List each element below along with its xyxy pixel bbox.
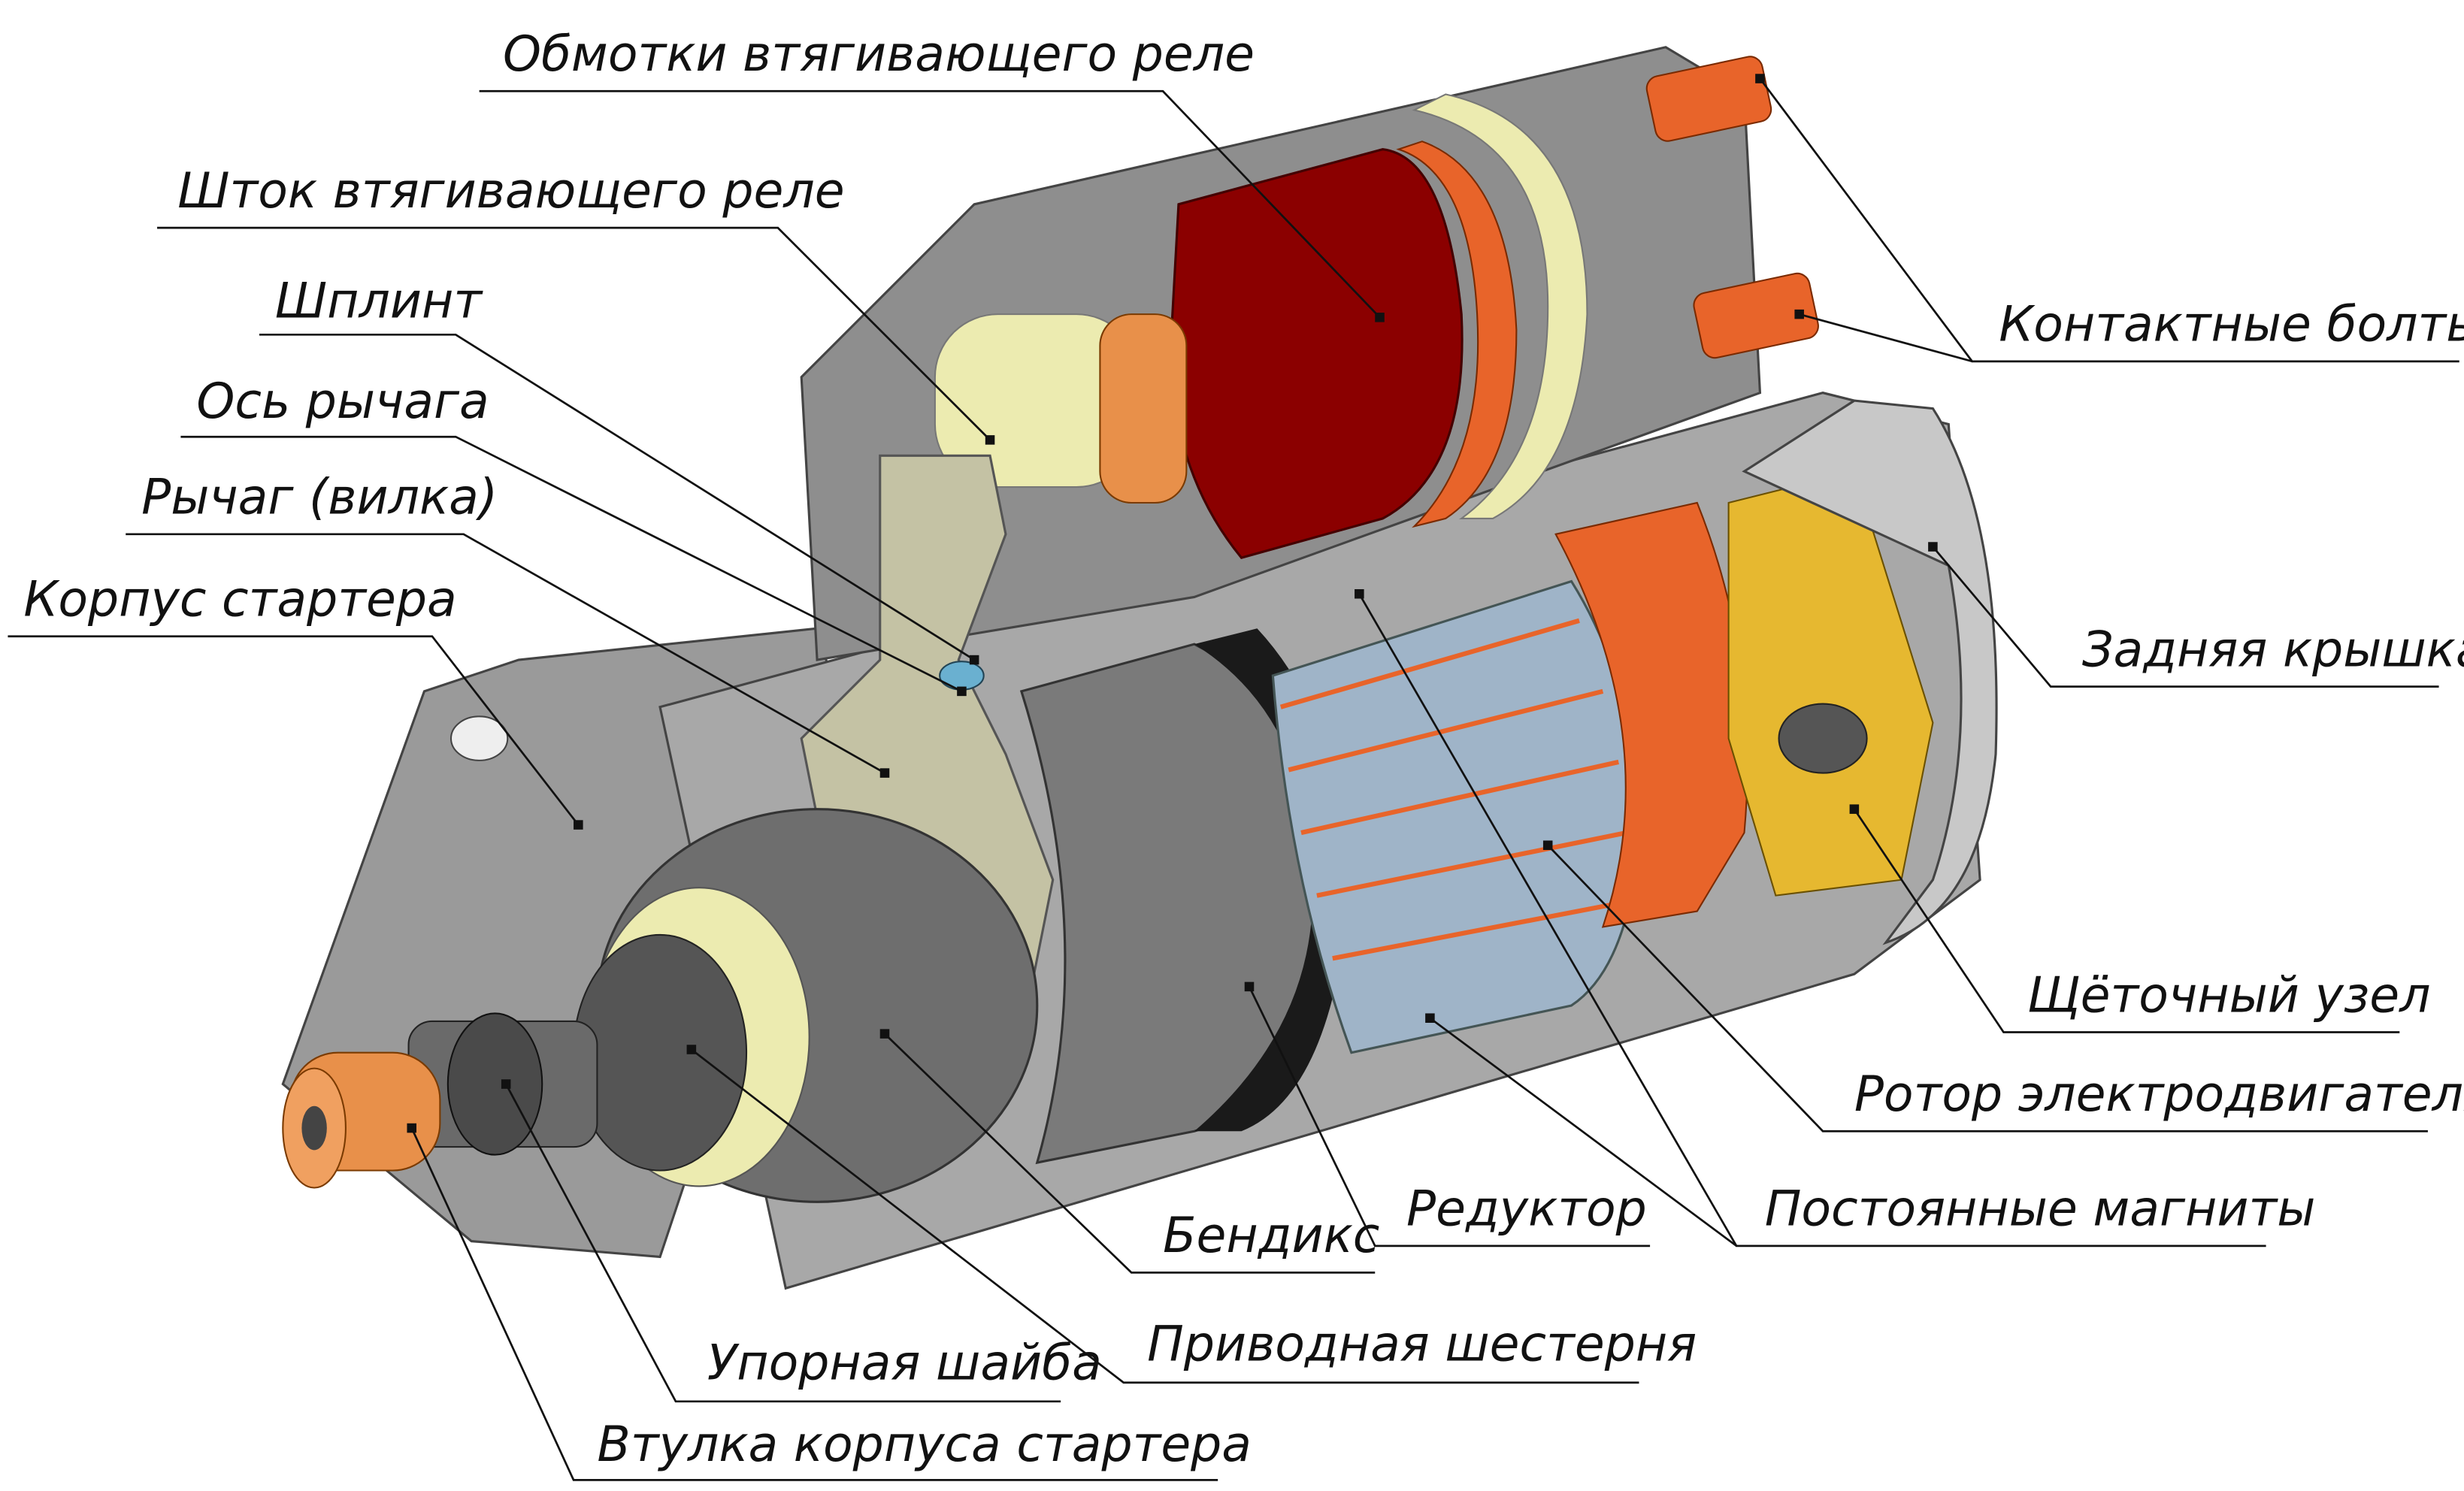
label-bendix: Бендикс	[1163, 1208, 1379, 1264]
label-drive-gear: Приводная шестерня	[1147, 1316, 1697, 1372]
label-thrust-washer: Упорная шайба	[707, 1335, 1102, 1392]
callout-contact-bolts: Контактные болты	[1755, 74, 2464, 363]
callout-solenoid-windings: Обмотки втягивающего реле	[479, 26, 1385, 322]
callout-bendix: Бендикс	[879, 1029, 1379, 1274]
callout-cotter-pin: Шплинт	[259, 273, 979, 665]
label-brush-assembly: Щёточный узел	[2027, 967, 2431, 1024]
callout-brush-assembly: Щёточный узел	[1849, 804, 2431, 1033]
label-starter-housing: Корпус стартера	[23, 572, 456, 628]
rotor-windings	[1279, 618, 1627, 961]
bushing-bore	[301, 1105, 327, 1151]
callout-lever-fork: Рычаг (вилка)	[126, 470, 890, 778]
label-solenoid-plunger: Шток втягивающего реле	[177, 163, 844, 219]
solenoid-cream-ring	[1412, 93, 1588, 519]
lever-axis	[939, 661, 985, 691]
callout-permanent-magnets: Постоянные магниты	[1355, 588, 2316, 1248]
label-cotter-pin: Шплинт	[275, 273, 484, 329]
label-contact-bolts: Контактные болты	[1999, 297, 2464, 353]
rear-cover	[1742, 399, 1998, 945]
coil-wire-front	[1396, 141, 1518, 528]
callout-rear-cover: Задняя крышка	[1928, 542, 2464, 688]
contact-bolt-bottom	[1693, 272, 1819, 359]
label-motor-rotor: Ротор электродвигателя	[1854, 1066, 2464, 1123]
flange-hole	[450, 715, 509, 761]
label-reducer: Редуктор	[1406, 1181, 1647, 1238]
label-permanent-magnets: Постоянные магниты	[1765, 1181, 2316, 1238]
callout-reducer: Редуктор	[1244, 981, 1651, 1248]
callout-drive-gear: Приводная шестерня	[686, 1045, 1697, 1384]
plunger-spring	[1099, 313, 1188, 504]
label-housing-bushing: Втулка корпуса стартера	[597, 1417, 1252, 1473]
callout-thrust-washer: Упорная шайба	[501, 1079, 1102, 1403]
callout-starter-housing: Корпус стартера	[8, 572, 583, 830]
callout-housing-bushing: Втулка корпуса стартера	[407, 1123, 1252, 1481]
callout-solenoid-plunger: Шток втягивающего реле	[157, 163, 995, 445]
label-solenoid-windings: Обмотки втягивающего реле	[503, 26, 1255, 83]
callouts: Обмотки втягивающего реле Шток втягивающ…	[8, 26, 2464, 1481]
label-lever-fork: Рычаг (вилка)	[141, 470, 498, 526]
callout-lever-axis: Ось рычага	[180, 374, 967, 697]
drive-gear	[573, 933, 748, 1172]
callout-motor-rotor: Ротор электродвигателя	[1542, 840, 2464, 1133]
brush-spring	[1778, 703, 1868, 774]
starter-illustration	[281, 46, 1998, 1290]
thrust-washer	[446, 1012, 543, 1156]
label-lever-axis: Ось рычага	[196, 374, 489, 430]
label-rear-cover: Задняя крышка	[2082, 622, 2464, 678]
